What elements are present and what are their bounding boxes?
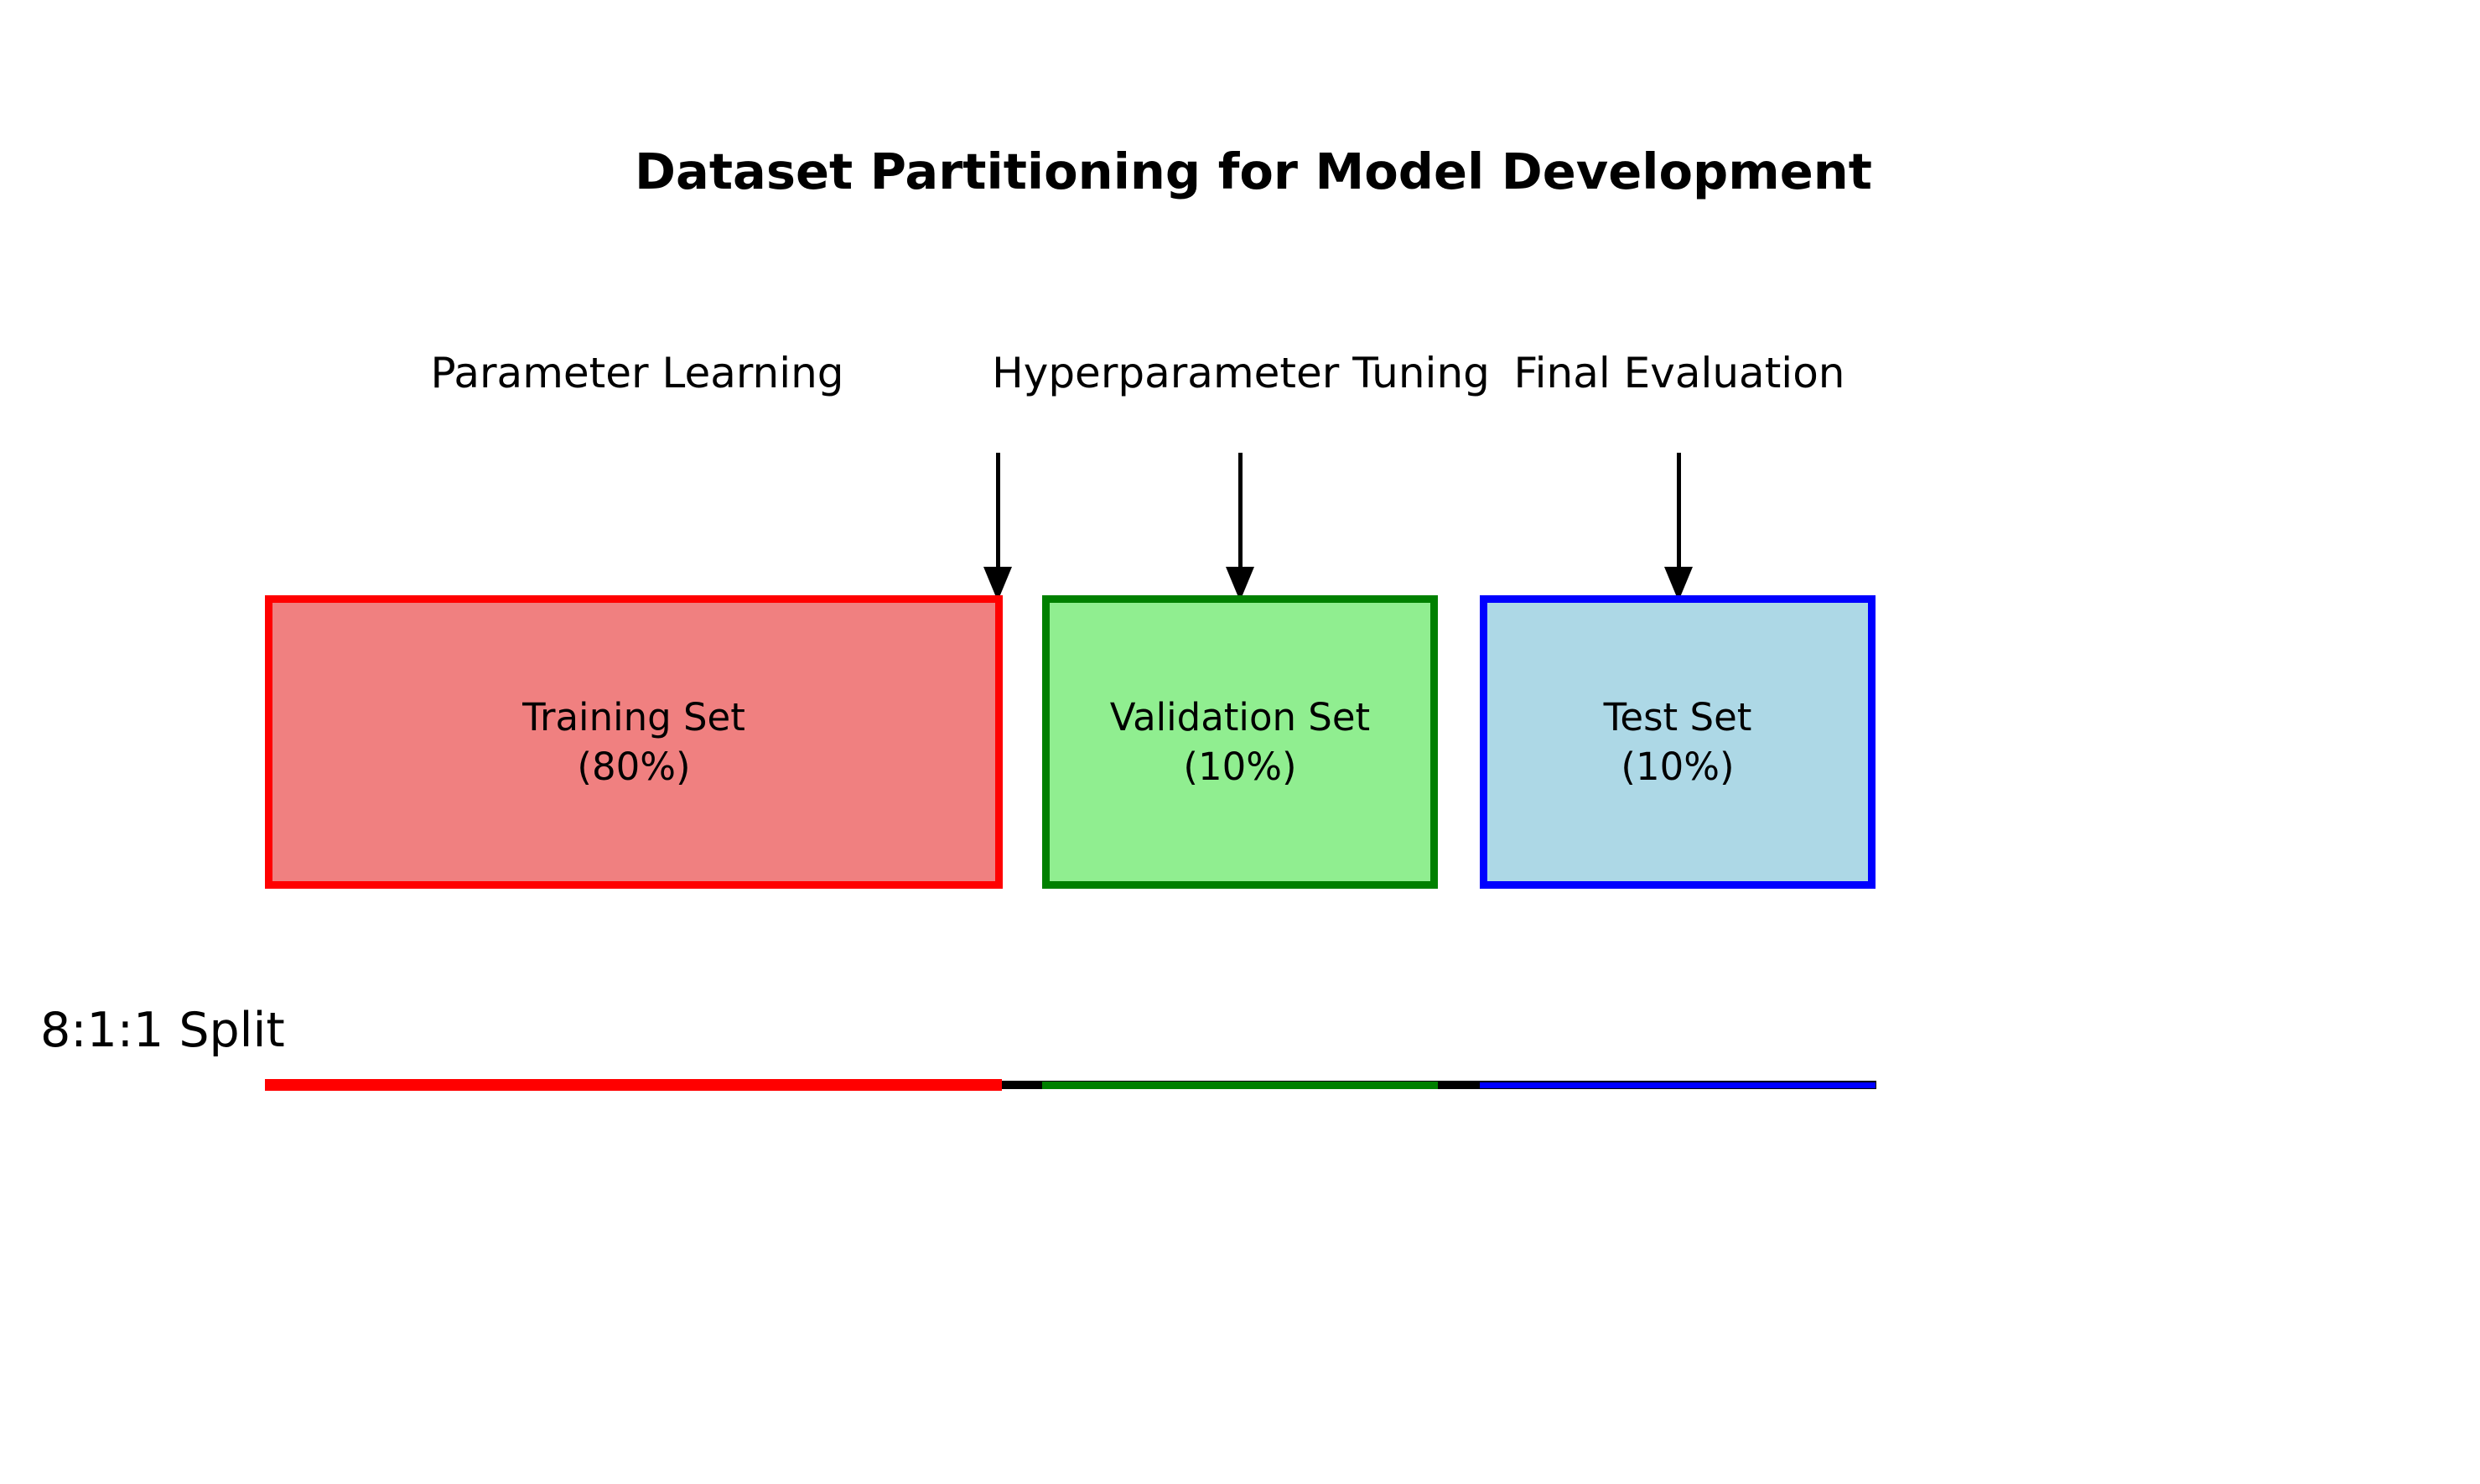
- validation-set-share: (10%): [1183, 745, 1297, 789]
- arrow-shaft: [1677, 453, 1681, 570]
- training-set-box: Training Set (80%): [265, 595, 1003, 889]
- split-ratio-label: 8:1:1 Split: [40, 1003, 285, 1058]
- annotation-parameter-learning: Parameter Learning: [430, 349, 844, 397]
- ratio-segment-training: [265, 1079, 1002, 1091]
- annotation-hyperparameter-tuning: Hyperparameter Tuning: [992, 349, 1490, 397]
- arrow-shaft: [996, 453, 1000, 570]
- validation-set-label: Validation Set: [1109, 694, 1371, 739]
- training-set-label: Training Set: [522, 694, 745, 739]
- test-set-label: Test Set: [1603, 694, 1752, 739]
- test-set-share: (10%): [1621, 745, 1735, 789]
- training-set-share: (80%): [577, 745, 691, 789]
- test-set-box: Test Set (10%): [1480, 595, 1876, 889]
- ratio-segment-test: [1480, 1082, 1876, 1088]
- arrow-shaft: [1238, 453, 1243, 570]
- ratio-segment-validation: [1042, 1082, 1438, 1089]
- validation-set-box: Validation Set (10%): [1042, 595, 1438, 889]
- figure-title: Dataset Partitioning for Model Developme…: [635, 143, 1872, 200]
- annotation-final-evaluation: Final Evaluation: [1513, 349, 1845, 397]
